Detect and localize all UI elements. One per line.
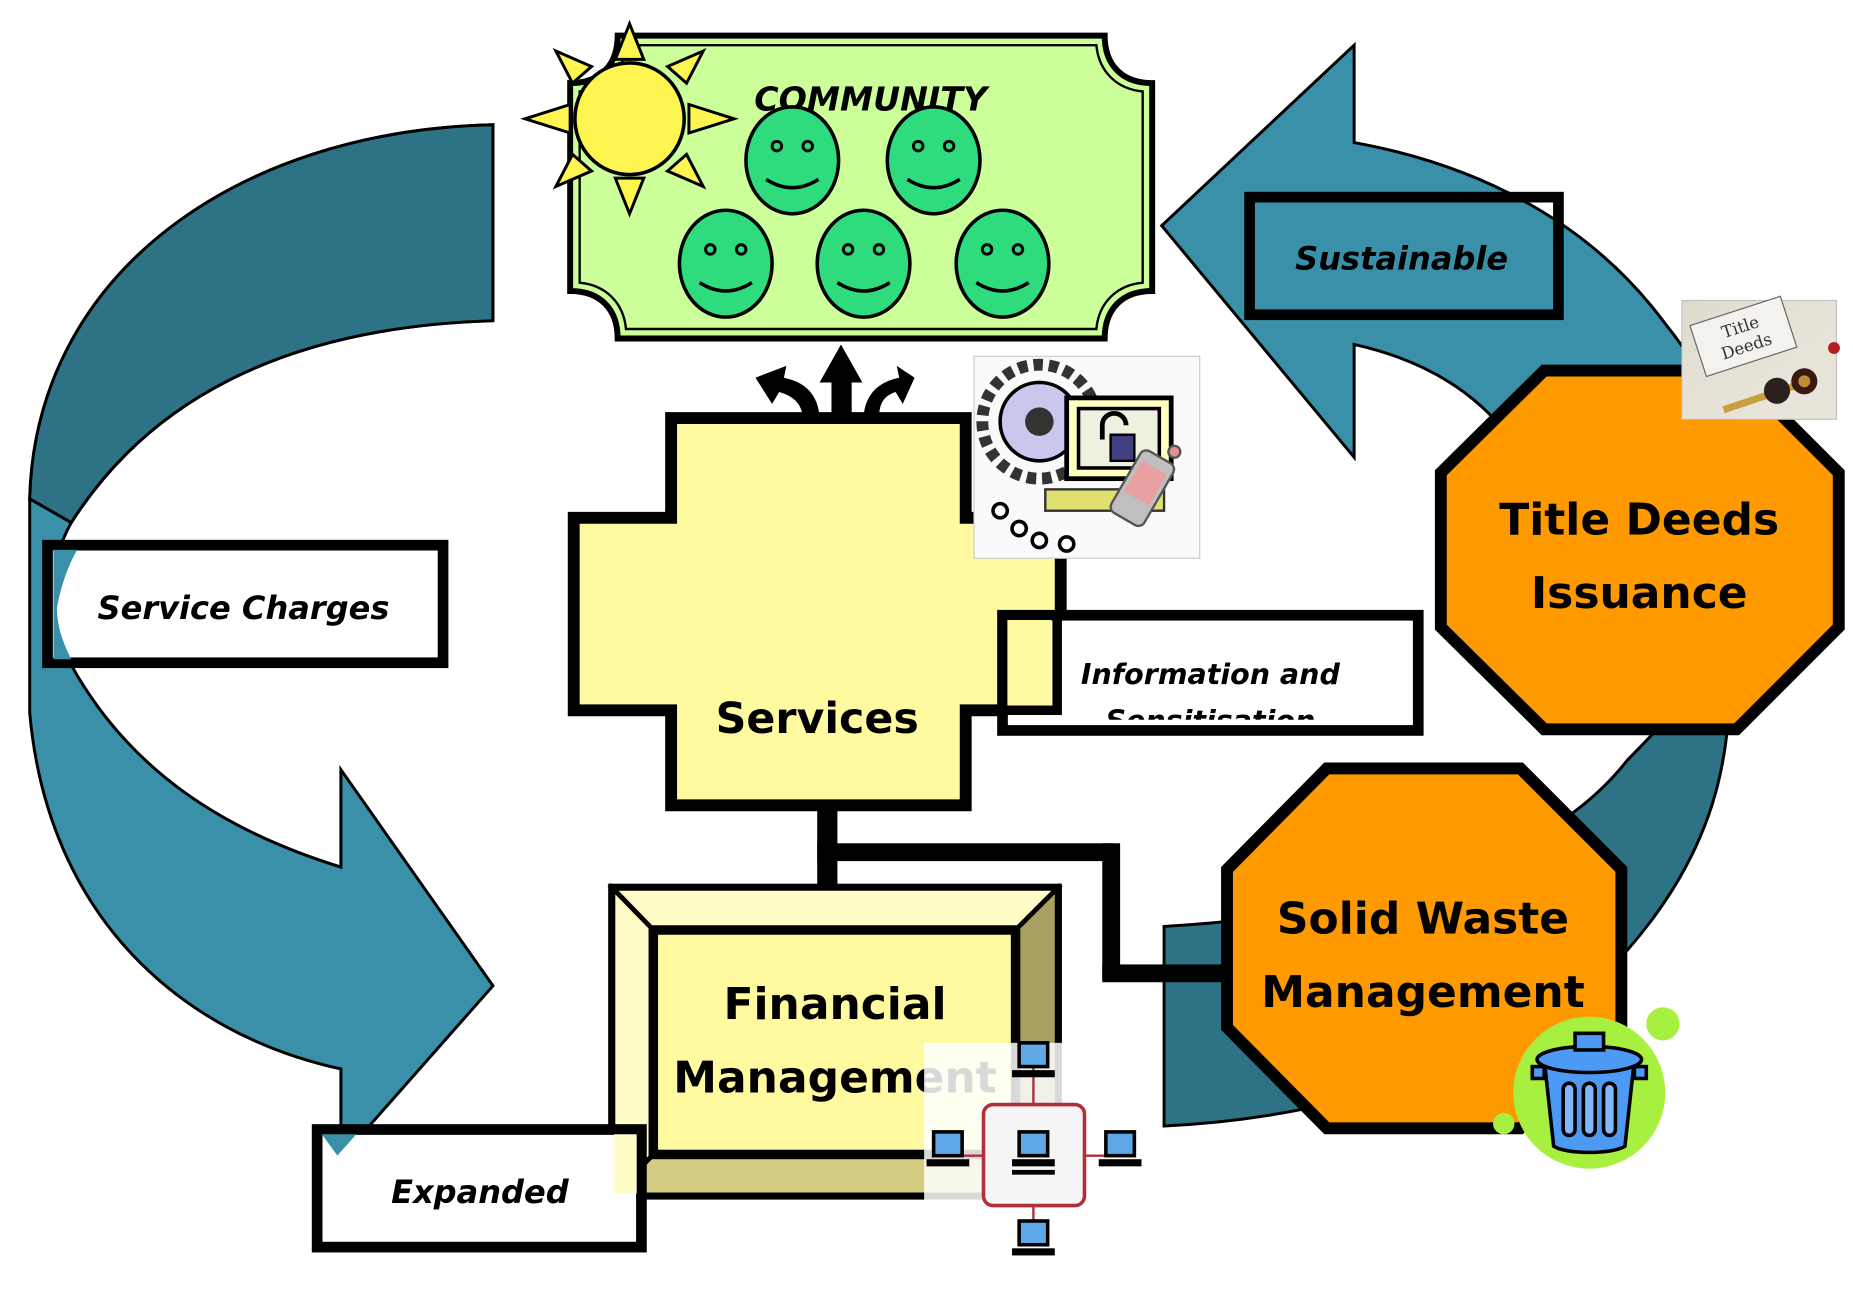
information-label-line2: Sensitisation	[1106, 704, 1316, 737]
mobile-phone-icon	[1109, 444, 1182, 528]
services-label: Services	[716, 694, 919, 744]
solid-waste-label-line2: Management	[1261, 967, 1584, 1018]
solid-waste-node: Solid Waste Management	[1221, 762, 1628, 1135]
smiley-face-icon	[815, 208, 912, 319]
left-curved-arrow	[28, 123, 495, 1162]
sustainable-label: Sustainable	[1295, 240, 1508, 278]
computer-icon	[926, 1130, 970, 1167]
computer-icon	[1012, 1130, 1055, 1175]
keys-icon	[1722, 368, 1818, 414]
smiley-face-icon	[885, 105, 982, 216]
smiley-face-icon	[677, 208, 774, 319]
title-deeds-node: Title Deeds Issuance	[1434, 364, 1845, 736]
three-way-arrow-icon	[755, 344, 915, 421]
title-deeds-photo: Title Deeds	[1681, 295, 1840, 420]
information-sensitisation-box: Information and Sensitisation	[997, 609, 1424, 737]
service-charges-label: Service Charges	[98, 589, 390, 627]
computer-icon	[1012, 1041, 1055, 1078]
solid-waste-label-line1: Solid Waste	[1277, 894, 1569, 945]
title-deeds-label-line2: Issuance	[1531, 568, 1748, 619]
services-node: Services	[567, 412, 1067, 812]
sustainable-box: Sustainable	[1244, 191, 1564, 321]
computer-icon	[1098, 1130, 1142, 1167]
computer-network-clipart	[924, 1041, 1148, 1267]
smiley-face-icon	[744, 105, 841, 216]
financial-label-line1: Financial	[723, 979, 946, 1030]
service-charges-box: Service Charges	[42, 539, 449, 669]
sun-icon	[520, 19, 740, 218]
information-label-line1: Information and	[1081, 658, 1341, 691]
expanded-label: Expanded	[391, 1173, 570, 1211]
expanded-box: Expanded	[311, 1124, 647, 1253]
technology-security-clipart	[973, 355, 1201, 559]
connector-line	[817, 805, 1228, 983]
title-deeds-label-line1: Title Deeds	[1499, 494, 1779, 545]
computer-icon	[1012, 1219, 1055, 1256]
smiley-face-icon	[954, 208, 1051, 319]
trash-can-icon	[1493, 1007, 1680, 1169]
community-card: COMMUNITY	[567, 32, 1156, 342]
